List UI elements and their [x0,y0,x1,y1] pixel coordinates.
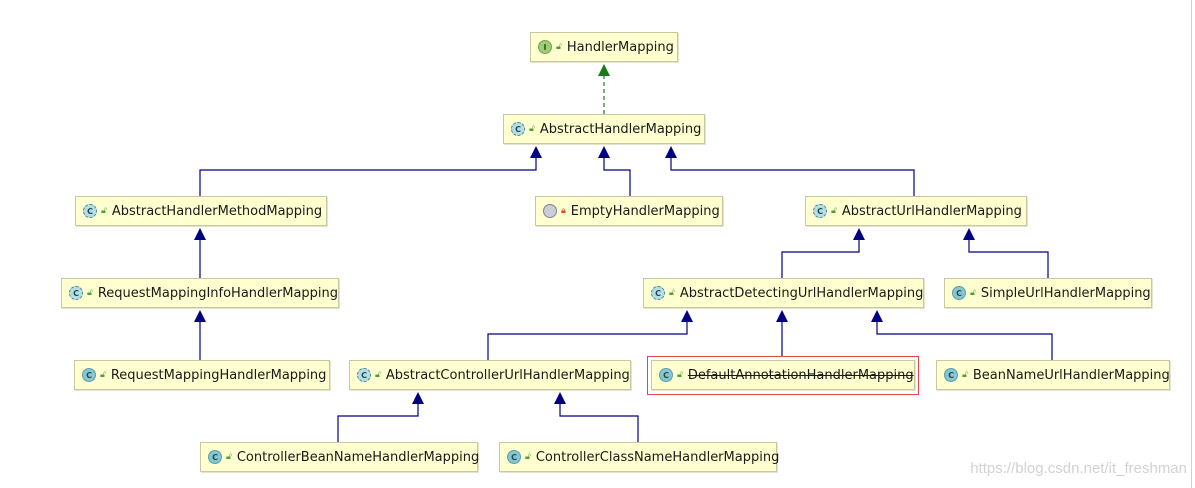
edge-abstracturlhandlermapping-to-abstracthandlermapping [670,157,915,196]
abstract-class-icon: C [357,368,371,382]
edge-abstracthandlermethodmapping-to-abstracthandlermapping [199,157,537,196]
node-label: AbstractControllerUrlHandlerMapping [385,367,630,383]
edge-simpleurlhandlermapping-to-abstracturlhandlermapping-arrowhead [963,228,975,240]
node-empty-handler-mapping[interactable]: 🔒︎ EmptyHandlerMapping [535,196,723,226]
abstract-class-icon: C [69,286,83,300]
anonymous-class-icon [543,204,557,218]
node-label: ControllerClassNameHandlerMapping [535,449,780,465]
public-access-icon: 🔓︎ [556,42,562,52]
edge-abstractcontrollerurlhandlermapping-to-abstractdetectingurlhandlermapping [487,321,688,360]
node-label-deprecated: DefaultAnnotationHandlerMapping [687,367,914,383]
edge-requestmappinghandlermapping-to-requestmappinginfohandlermapping-arrowhead [194,310,206,322]
public-access-icon: 🔓︎ [226,452,232,462]
edge-controllerbeannamehandlermapping-to-abstractcontrollerurlhandlermapping [337,403,419,442]
edge-controllerbeannamehandlermapping-to-abstractcontrollerurlhandlermapping-arrowhead [412,392,424,404]
public-access-icon: 🔓︎ [529,124,535,134]
class-icon: C [82,368,96,382]
node-simple-url-handler-mapping[interactable]: C 🔓︎ SimpleUrlHandlerMapping [944,278,1152,308]
node-label: AbstractDetectingUrlHandlerMapping [679,285,924,301]
node-abstract-handler-method-mapping[interactable]: C 🔓︎ AbstractHandlerMethodMapping [75,196,327,226]
node-abstract-handler-mapping[interactable]: C 🔓︎ AbstractHandlerMapping [503,114,705,144]
class-icon: C [507,450,521,464]
node-label: RequestMappingInfoHandlerMapping [97,285,339,301]
public-access-icon: 🔓︎ [669,288,675,298]
class-icon: C [952,286,966,300]
node-label: AbstractUrlHandlerMapping [841,203,1022,219]
node-request-mapping-handler-mapping[interactable]: C 🔓︎ RequestMappingHandlerMapping [74,360,330,390]
node-controller-class-name-handler-mapping[interactable]: C 🔓︎ ControllerClassNameHandlerMapping [499,442,780,472]
public-access-icon: 🔓︎ [677,370,683,380]
public-access-icon: 🔓︎ [87,288,93,298]
edge-emptyhandlermapping-to-abstracthandlermapping-arrowhead [598,146,610,158]
node-label: RequestMappingHandlerMapping [110,367,327,383]
watermark: https://blog.csdn.net/it_freshman [970,460,1187,477]
public-access-icon: 🔓︎ [831,206,837,216]
public-access-icon: 🔓︎ [962,370,968,380]
edge-abstracturlhandlermapping-to-abstracthandlermapping-arrowhead [665,146,677,158]
public-access-icon: 🔓︎ [101,206,107,216]
edge-simpleurlhandlermapping-to-abstracturlhandlermapping [968,239,1049,278]
edge-emptyhandlermapping-to-abstracthandlermapping [603,157,631,196]
edge-beannameurlhandlermapping-to-abstractdetectingurlhandlermapping [876,321,1053,360]
node-label: ControllerBeanNameHandlerMapping [236,449,480,465]
node-label: AbstractHandlerMapping [539,121,702,137]
edge-beannameurlhandlermapping-to-abstractdetectingurlhandlermapping-arrowhead [871,310,883,322]
node-handler-mapping[interactable]: I 🔓︎ HandlerMapping [530,32,678,62]
node-label: EmptyHandlerMapping [570,203,720,219]
node-abstract-controller-url-handler-mapping[interactable]: C 🔓︎ AbstractControllerUrlHandlerMapping [349,360,631,390]
node-controller-bean-name-handler-mapping[interactable]: C 🔓︎ ControllerBeanNameHandlerMapping [200,442,480,472]
node-abstract-detecting-url-handler-mapping[interactable]: C 🔓︎ AbstractDetectingUrlHandlerMapping [643,278,924,308]
node-abstract-url-handler-mapping[interactable]: C 🔓︎ AbstractUrlHandlerMapping [805,196,1027,226]
abstract-class-icon: C [813,204,827,218]
highlight-box [647,356,919,395]
node-request-mapping-info-handler-mapping[interactable]: C 🔓︎ RequestMappingInfoHandlerMapping [61,278,339,308]
edge-abstracthandlermethodmapping-to-abstracthandlermapping-arrowhead [530,146,542,158]
edge-defaultannotationhandlermapping-to-abstractdetectingurlhandlermapping-arrowhead [776,310,788,322]
edge-controllerclassnamehandlermapping-to-abstractcontrollerurlhandlermapping-arrowhead [554,392,566,404]
abstract-class-icon: C [511,122,525,136]
node-bean-name-url-handler-mapping[interactable]: C 🔓︎ BeanNameUrlHandlerMapping [936,360,1170,390]
node-label: AbstractHandlerMethodMapping [111,203,323,219]
edge-requestmappinginfohandlermapping-to-abstracthandlermethodmapping-arrowhead [194,228,206,240]
edge-abstractcontrollerurlhandlermapping-to-abstractdetectingurlhandlermapping-arrowhead [681,310,693,322]
interface-icon: I [538,40,552,54]
panel-border [1191,0,1192,488]
edge-abstractdetectingurlhandlermapping-to-abstracturlhandlermapping [781,239,860,278]
private-lock-icon: 🔒︎ [561,206,566,216]
edge-abstracthandlermapping-to-handlermapping-arrowhead [598,64,610,76]
public-access-icon: 🔓︎ [970,288,976,298]
class-icon: C [659,368,673,382]
public-access-icon: 🔓︎ [100,370,106,380]
public-access-icon: 🔓︎ [375,370,381,380]
public-access-icon: 🔓︎ [525,452,531,462]
edge-controllerclassnamehandlermapping-to-abstractcontrollerurlhandlermapping [559,403,639,442]
abstract-class-icon: C [651,286,665,300]
abstract-class-icon: C [83,204,97,218]
node-label: BeanNameUrlHandlerMapping [972,367,1170,383]
class-icon: C [208,450,222,464]
edge-abstractdetectingurlhandlermapping-to-abstracturlhandlermapping-arrowhead [853,228,865,240]
class-icon: C [944,368,958,382]
node-default-annotation-handler-mapping[interactable]: C 🔓︎ DefaultAnnotationHandlerMapping [651,360,915,390]
node-label: SimpleUrlHandlerMapping [980,285,1151,301]
node-label: HandlerMapping [566,39,674,55]
